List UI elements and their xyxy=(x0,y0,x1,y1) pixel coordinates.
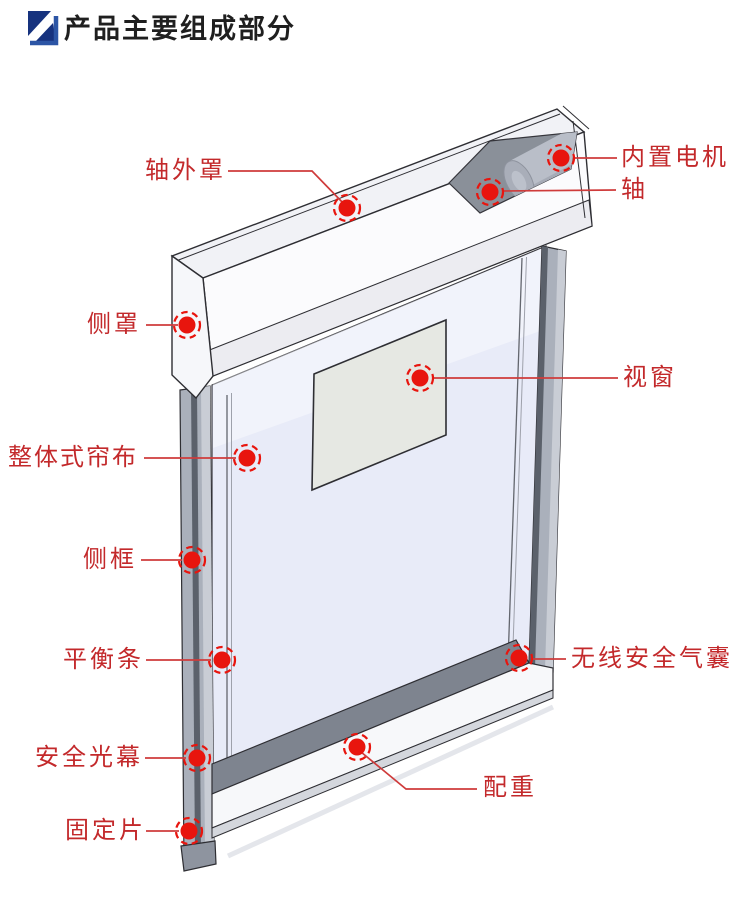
page-header xyxy=(27,10,59,46)
leader-pei-zhong xyxy=(360,751,477,790)
marker-zhou xyxy=(475,177,505,207)
left-frame-column xyxy=(179,385,217,872)
marker-pei-zhong xyxy=(342,732,372,762)
brand-logo-icon xyxy=(28,11,59,46)
marker-ping-heng-tiao xyxy=(207,645,237,675)
fixing-plate xyxy=(180,840,217,872)
label-zheng-ti-shi-lian-bu: 整体式帘布 xyxy=(8,445,138,471)
marker-ce-kuang xyxy=(177,545,207,575)
right-frame-column xyxy=(528,245,567,673)
leader-zhou-wai-zhao xyxy=(228,170,346,206)
curtain-seam-right-2 xyxy=(512,256,527,662)
curtain-seam-right xyxy=(507,257,523,663)
marker-wu-xian-an-quan-qi-nang xyxy=(504,643,534,673)
label-shi-chuang: 视窗 xyxy=(623,365,677,391)
label-gu-ding-pian: 固定片 xyxy=(65,818,146,844)
marker-gu-ding-pian xyxy=(174,816,204,846)
label-an-quan-guang-mu: 安全光幕 xyxy=(35,745,143,771)
leader-lines xyxy=(141,157,618,832)
label-ping-heng-tiao: 平衡条 xyxy=(63,647,144,673)
vision-window xyxy=(311,318,447,492)
label-pei-zhong: 配重 xyxy=(483,775,537,801)
label-nei-zhi-dian-ji: 内置电机 xyxy=(621,145,729,171)
page-title: 产品主要组成部分 xyxy=(64,14,296,44)
marker-zhou-wai-zhao xyxy=(332,193,362,223)
label-zhou: 轴 xyxy=(621,177,648,203)
marker-an-quan-guang-mu xyxy=(182,743,212,773)
label-zhou-wai-zhao: 轴外罩 xyxy=(145,158,226,184)
marker-zheng-ti-shi-lian-bu xyxy=(232,443,262,473)
label-wu-xian-an-quan-qi-nang: 无线安全气囊 xyxy=(571,646,733,672)
marker-shi-chuang xyxy=(405,363,435,393)
floor-shadow xyxy=(226,704,555,859)
label-ce-zhao: 侧罩 xyxy=(87,312,141,338)
header-lid-seam xyxy=(175,113,561,262)
leader-zhou xyxy=(501,189,617,192)
header-right-top-seam xyxy=(562,105,590,130)
label-ce-kuang: 侧框 xyxy=(83,547,137,573)
point-markers xyxy=(172,143,576,846)
bottom-bar-edge xyxy=(211,689,554,839)
marker-ce-zhao xyxy=(172,310,202,340)
marker-nei-zhi-dian-ji xyxy=(546,143,576,173)
bottom-bar xyxy=(211,662,554,829)
